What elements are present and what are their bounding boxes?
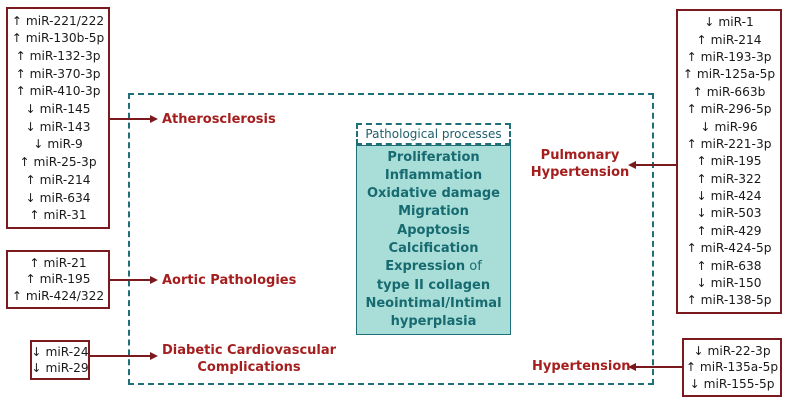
pathology-frame [128, 93, 654, 385]
mirna-item: ↓ miR-155-5p [689, 377, 775, 392]
label-diabetic-complications: Diabetic Cardiovascular Complications [162, 342, 336, 376]
mirna-item: ↓ miR-9 [33, 137, 83, 152]
mirna-item: ↑ miR-663b [692, 84, 766, 99]
mirna-item: ↑ miR-25-3p [19, 155, 97, 170]
process-item: type II collagen [376, 277, 491, 293]
mirna-item: ↓ miR-145 [25, 102, 91, 117]
mirna-item: ↑ miR-138-5p [686, 293, 772, 308]
mirna-item: ↑ miR-135a-5p [685, 360, 779, 375]
mirna-item: ↑ miR-125a-5p [682, 67, 776, 82]
process-item: Neointimal/Intimal [365, 295, 502, 311]
mirna-item: ↑ miR-638 [696, 258, 762, 273]
mirna-item: ↑ miR-424/322 [11, 289, 105, 304]
mirna-item: ↑ miR-195 [696, 154, 762, 169]
process-item: Inflammation [384, 167, 483, 183]
process-expression-suffix: of [465, 259, 482, 275]
mirna-item: ↓ miR-29 [31, 360, 89, 375]
mirna-item: ↓ miR-143 [25, 119, 91, 134]
mirna-box-diabetic: ↓ miR-24↓ miR-29 [30, 340, 90, 380]
mirna-item: ↓ miR-24 [31, 344, 89, 359]
label-hypertension: Hypertension [532, 359, 631, 374]
pathological-processes-title: Pathological processes [356, 123, 511, 145]
mirna-item: ↑ miR-429 [696, 223, 762, 238]
mirna-item: ↑ miR-410-3p [15, 84, 101, 99]
label-atherosclerosis: Atherosclerosis [162, 112, 276, 127]
label-pulmonary-line2: Hypertension [530, 165, 630, 180]
label-aortic-pathologies: Aortic Pathologies [162, 273, 297, 288]
mirna-item: ↑ miR-370-3p [15, 66, 101, 81]
process-item: Migration [398, 204, 469, 220]
process-item: Proliferation [387, 149, 480, 165]
mirna-item: ↑ miR-21 [29, 255, 87, 270]
label-pulmonary-hypertension: Pulmonary Hypertension [530, 147, 630, 181]
mirna-item: ↑ miR-221-3p [686, 136, 772, 151]
mirna-item: ↑ miR-214 [25, 172, 91, 187]
mirna-box-hypertension: ↓ miR-22-3p ↑ miR-135a-5p ↓ miR-155-5p [682, 338, 782, 397]
mirna-item: ↓ miR-22-3p [693, 343, 771, 358]
mirna-item: ↓ miR-96 [700, 119, 758, 134]
mirna-item: ↓ miR-634 [25, 190, 91, 205]
mirna-item: ↑ miR-424-5p [686, 241, 772, 256]
mirna-item: ↑ miR-296-5p [686, 102, 772, 117]
mirna-item: ↓ miR-150 [696, 276, 762, 291]
mirna-item: ↑ miR-193-3p [686, 49, 772, 64]
process-item: Calcification [388, 241, 479, 256]
mirna-item: ↓ miR-424 [696, 189, 762, 204]
mirna-box-aortic: ↑ miR-21 ↑ miR-195 ↑ miR-424/322 [6, 250, 110, 309]
mirna-item: ↑ miR-31 [29, 208, 87, 223]
mirna-item: ↑ miR-132-3p [15, 48, 101, 63]
label-diabetic-line2: Complications [197, 360, 301, 375]
process-item: Oxidative damage [367, 186, 500, 202]
label-pulmonary-line1: Pulmonary [540, 148, 620, 163]
label-diabetic-line1: Diabetic Cardiovascular [162, 343, 337, 358]
mirna-box-atherosclerosis: ↑ miR-221/222 ↑ miR-130b-5p ↑ miR-132-3p ↑ … [6, 7, 110, 229]
mirna-item: ↑ miR-214 [696, 32, 762, 47]
mirna-box-pulmonary: ↓ miR-1 ↑ miR-214 ↑ miR-193-3p ↑ miR-125a-5… [676, 9, 782, 314]
mirna-item: ↑ miR-221/222 [11, 13, 105, 28]
process-item: Expression of [385, 259, 482, 275]
mirna-item: ↓ miR-1 [704, 15, 754, 30]
mirna-item: ↑ miR-130b-5p [11, 31, 105, 46]
process-item: hyperplasia [390, 314, 477, 330]
mirna-item: ↑ miR-195 [25, 272, 91, 287]
mirna-item: ↓ miR-503 [696, 206, 762, 221]
mirna-item: ↑ miR-322 [696, 171, 762, 186]
process-item: Apoptosis [397, 222, 470, 238]
